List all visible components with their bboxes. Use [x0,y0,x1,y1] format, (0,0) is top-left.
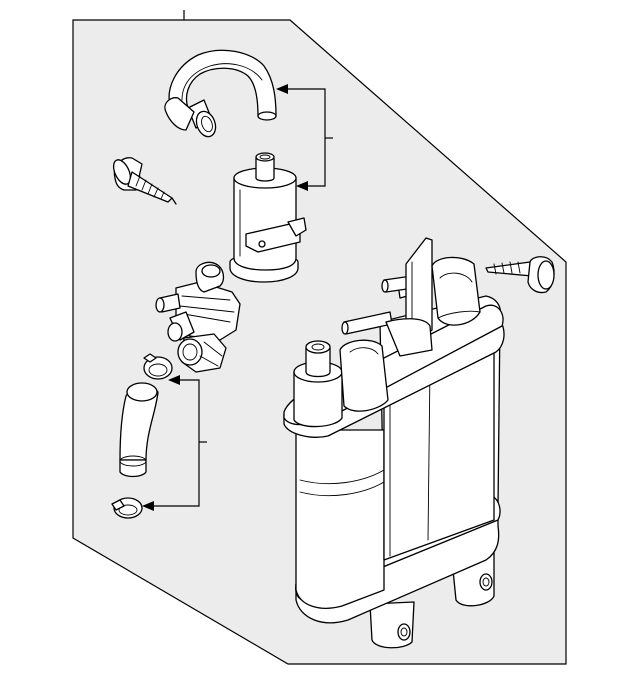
arrow-to-vent-hose [276,84,288,94]
purge-hose[interactable] [119,382,159,478]
hose-clamp-upper[interactable] [143,353,173,380]
mounting-bolt[interactable] [110,157,177,205]
arrow-to-upper-clamp [168,375,180,385]
hose-clamp-lower[interactable] [111,497,143,519]
arrow-to-hose-filter [296,181,308,191]
hose-filter[interactable] [229,152,307,283]
canister-screw[interactable] [485,256,555,294]
vent-hose[interactable] [164,49,277,139]
purge-valve[interactable] [155,261,241,373]
callout-filter-group [276,84,333,191]
arrow-to-lower-clamp [142,501,154,511]
callout-valve-hose-group [142,375,207,511]
vapor-canister[interactable] [283,237,505,649]
